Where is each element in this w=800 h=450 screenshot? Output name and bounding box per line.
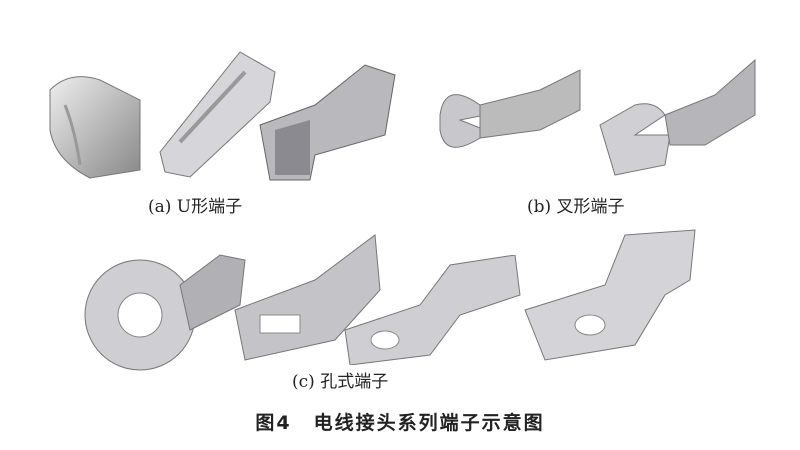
panel-b-label: (b) 叉形端子: [527, 197, 625, 217]
fork-terminal-spade-image: [595, 55, 765, 180]
fork-terminal-open-image: [430, 60, 590, 170]
ring-terminal-flag-image: [225, 230, 385, 370]
u-terminal-bent-image: [40, 70, 150, 180]
ring-terminal-round-image: [80, 235, 250, 375]
figure-title: 电线接头系列端子示意图: [313, 412, 545, 434]
figure-number: 图4: [255, 412, 292, 434]
figure-caption: 图4 电线接头系列端子示意图: [0, 408, 800, 435]
ring-terminal-offset-image: [515, 225, 705, 365]
u-terminal-flat-strip-image: [150, 42, 280, 182]
panel-a-label: (a) U形端子: [148, 197, 243, 217]
u-terminal-crimp-image: [255, 45, 405, 185]
ring-terminal-bent-tongue-image: [340, 255, 530, 365]
panel-c-label: (c) 孔式端子: [292, 372, 389, 392]
